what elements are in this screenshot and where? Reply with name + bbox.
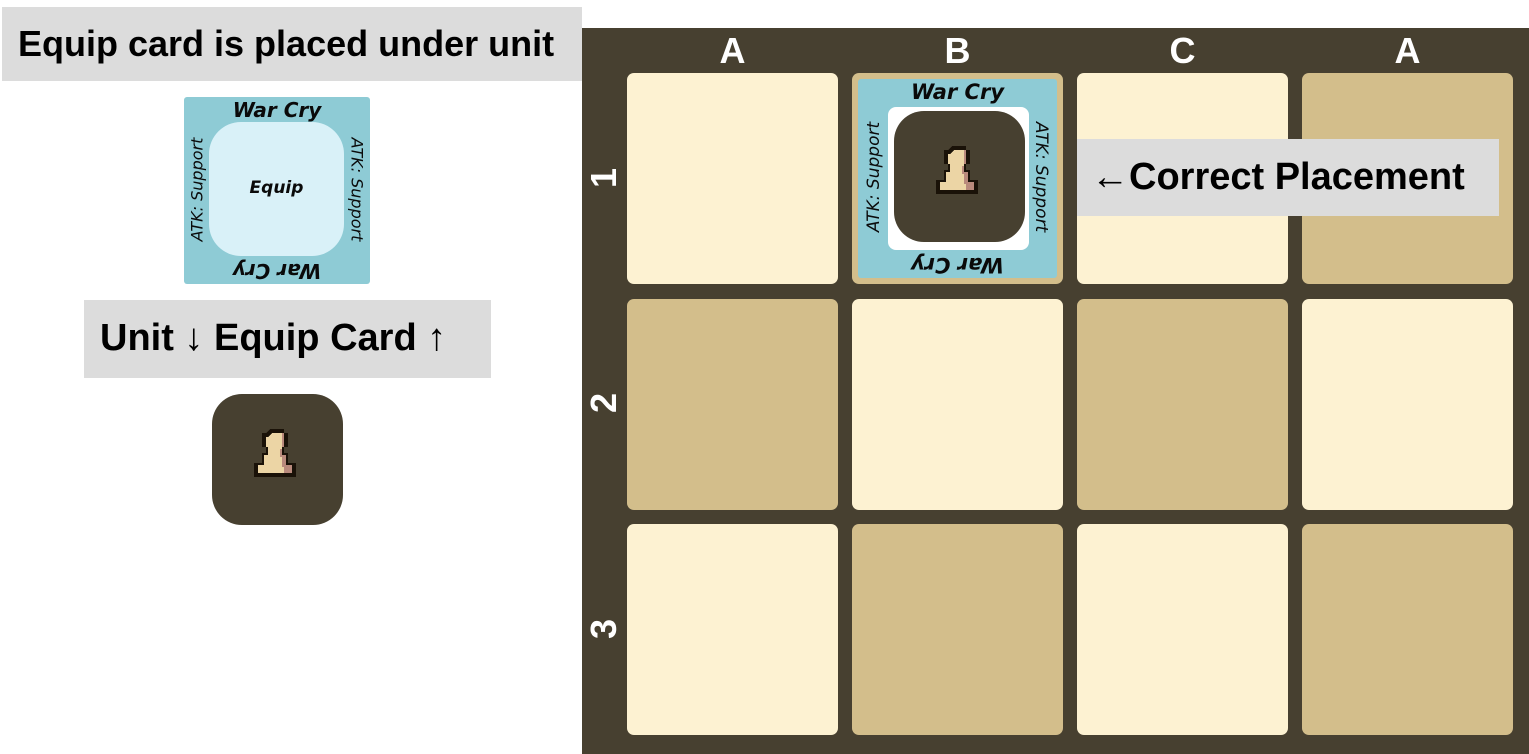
card-name-bottom: War Cry [232,259,322,283]
cell-a2-right[interactable] [1302,299,1513,510]
instruction-title: Equip card is placed under unit [2,7,582,81]
cell-a3[interactable] [627,524,838,735]
card-stat-left: ATK: Support [187,137,207,242]
column-label-c: C [1169,30,1196,71]
equip-card[interactable]: War Cry War Cry ATK: Support ATK: Suppor… [184,97,370,284]
placed-equip-card[interactable]: War Cry War Cry ATK: Support ATK: Suppor… [858,79,1057,278]
card-name-bottom: War Cry [910,253,1005,277]
row-label-2: 2 [583,392,624,414]
column-label-b: B [944,30,971,71]
game-board: A B C A 1 2 3 War Cry War Cry ATK: Suppo… [582,28,1529,754]
cell-b1[interactable]: War Cry War Cry ATK: Support ATK: Suppor… [852,73,1063,284]
cell-c3[interactable] [1077,524,1288,735]
row-label-3: 3 [583,618,624,640]
row-label-1: 1 [583,167,624,189]
column-label-a2: A [1394,30,1421,71]
card-stat-right: ATK: Support [347,137,367,242]
unit-equip-label: Unit ↓ Equip Card ↑ [84,300,491,378]
cell-a2[interactable] [627,299,838,510]
cell-a3-right[interactable] [1302,524,1513,735]
cell-b2[interactable] [852,299,1063,510]
card-stat-right: ATK: Support [1031,121,1051,233]
cell-b3[interactable] [852,524,1063,735]
card-type: Equip [249,178,304,198]
unit-token[interactable] [212,394,343,525]
card-name-top: War Cry [910,80,1005,104]
correct-placement-label: ←Correct Placement [1077,139,1499,216]
card-stat-left: ATK: Support [864,121,884,233]
cell-a1[interactable] [627,73,838,284]
cell-c2[interactable] [1077,299,1288,510]
column-label-a: A [719,30,746,71]
pawn-icon [936,146,978,194]
placed-unit-token[interactable] [894,111,1025,242]
card-name-top: War Cry [232,98,322,122]
pawn-icon [254,429,296,477]
card-center: Equip [209,122,344,256]
